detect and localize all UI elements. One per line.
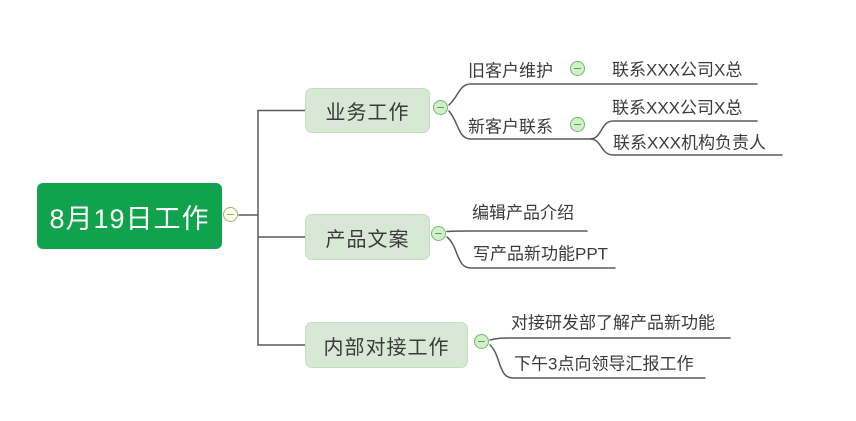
leaf-edit-product-intro[interactable]: 编辑产品介绍 <box>472 203 574 223</box>
leaf-sync-rnd-features[interactable]: 对接研发部了解产品新功能 <box>511 313 715 333</box>
collapse-new-customer-minus-circle-icon[interactable] <box>570 117 585 132</box>
collapse-branch3-minus-circle-icon[interactable] <box>474 334 489 349</box>
minus-glyph <box>437 106 444 109</box>
branch-topic-copywriting[interactable]: 产品文案 <box>305 214 430 260</box>
minus-glyph <box>574 67 581 70</box>
branch1-child2-line <box>448 110 592 140</box>
minus-glyph <box>227 213 234 216</box>
minus-glyph <box>435 232 442 235</box>
leaf-report-to-leader[interactable]: 下午3点向领导汇报工作 <box>514 354 694 374</box>
root-topic[interactable]: 8月19日工作 <box>37 183 222 249</box>
subtopic-old-customer[interactable]: 旧客户维护 <box>468 61 553 81</box>
branch1-child2-sub2-line <box>590 138 783 156</box>
collapse-branch2-minus-circle-icon[interactable] <box>431 226 446 241</box>
leaf-write-feature-ppt[interactable]: 写产品新功能PPT <box>473 244 609 264</box>
subtopic-new-customer[interactable]: 新客户联系 <box>468 117 553 137</box>
leaf-contact-org-manager[interactable]: 联系XXX机构负责人 <box>613 133 767 153</box>
branch1-child2-sub1-line <box>590 120 758 140</box>
minus-glyph <box>478 340 485 343</box>
branch-topic-business[interactable]: 业务工作 <box>305 88 430 133</box>
branch-topic-internal[interactable]: 内部对接工作 <box>305 322 468 368</box>
branch3-child2-line <box>489 344 706 379</box>
collapse-root-minus-circle-icon[interactable] <box>223 207 238 222</box>
leaf-contact-company-boss-1[interactable]: 联系XXX公司X总 <box>612 60 743 80</box>
branch2-child2-line <box>446 236 616 269</box>
branch3-child1-line <box>489 337 731 341</box>
collapse-old-customer-minus-circle-icon[interactable] <box>570 61 585 76</box>
branch2-child1-line <box>446 230 588 233</box>
collapse-branch1-minus-circle-icon[interactable] <box>433 100 448 115</box>
leaf-contact-company-boss-2[interactable]: 联系XXX公司X总 <box>612 98 743 118</box>
branch1-child1-line <box>448 83 758 106</box>
minus-glyph <box>574 123 581 126</box>
